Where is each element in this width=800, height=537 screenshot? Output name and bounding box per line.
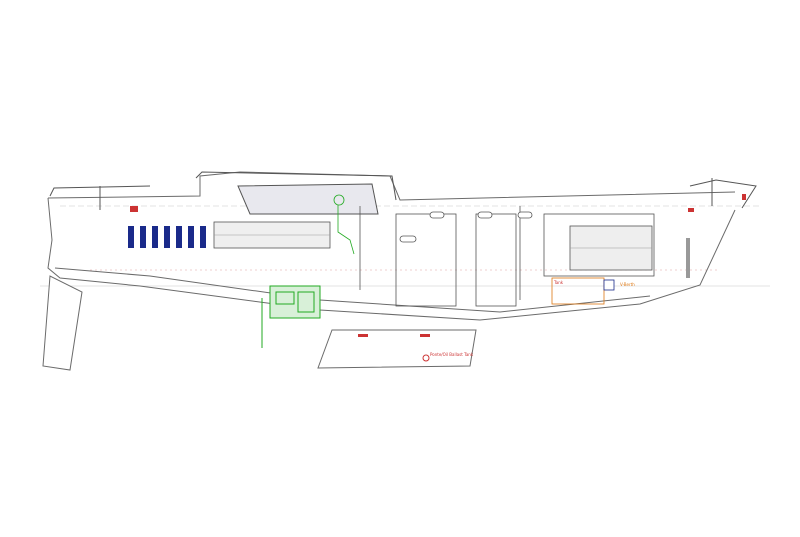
tank-box (551, 277, 615, 305)
saloon-settee (213, 221, 331, 249)
deckhouse (195, 171, 397, 215)
stern-winch (130, 206, 138, 212)
bow-note: V-Berth (620, 282, 635, 287)
forward-berth (569, 225, 653, 271)
stern-pulpit (49, 185, 151, 210)
interior-bulkheads (359, 206, 655, 307)
cockpit-cushions (128, 226, 206, 248)
tank-label: Tank (553, 280, 564, 285)
engine (261, 285, 321, 348)
ballast-note: Ponte/Oil Ballast Tank (430, 352, 474, 357)
keel-markers (358, 334, 430, 362)
seated-figure (333, 194, 355, 255)
bow-pulpit (689, 178, 757, 209)
rudder (42, 275, 83, 371)
mast-step (686, 238, 690, 278)
bow-fittings (688, 194, 746, 212)
keel (317, 329, 477, 369)
reference-lines (40, 205, 770, 287)
